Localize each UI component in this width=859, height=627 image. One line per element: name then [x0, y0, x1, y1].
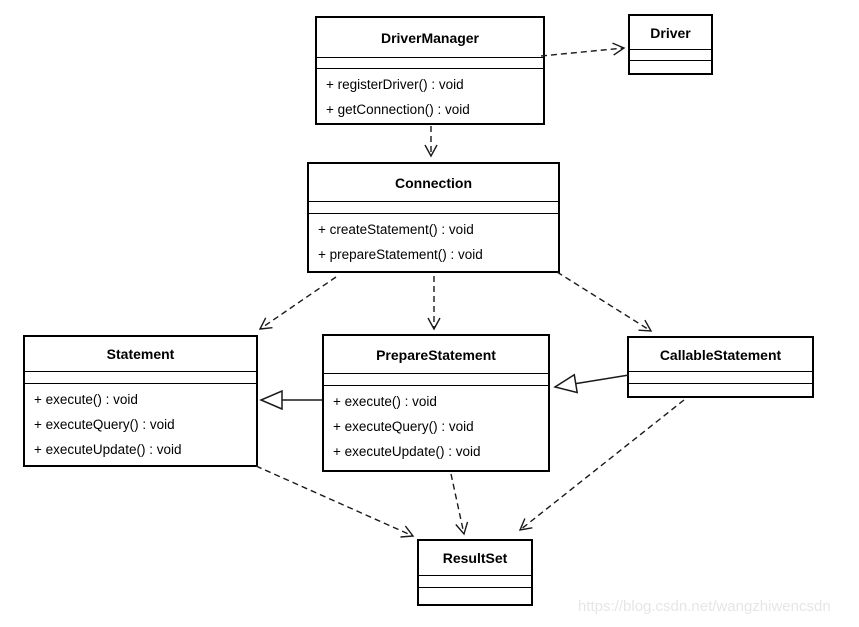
attributes-compartment — [629, 372, 812, 384]
methods-compartment — [630, 61, 711, 73]
attributes-compartment — [25, 372, 256, 384]
methods-compartment — [629, 384, 812, 396]
method-item: + executeUpdate() : void — [34, 442, 182, 457]
class-box-resultset: ResultSet — [417, 539, 533, 606]
class-title-callablestatement: CallableStatement — [629, 338, 812, 372]
attributes-compartment — [309, 202, 558, 214]
class-box-callablestatement: CallableStatement — [627, 336, 814, 398]
dependency-arrow-drivermanager-driver — [540, 42, 626, 57]
method-item: + createStatement() : void — [318, 222, 474, 237]
attributes-compartment — [324, 374, 548, 386]
method-item: + registerDriver() : void — [326, 77, 464, 92]
class-box-drivermanager: DriverManager + registerDriver() : void … — [315, 16, 545, 125]
method-item: + executeUpdate() : void — [333, 444, 481, 459]
class-title-drivermanager: DriverManager — [317, 18, 543, 58]
methods-compartment: + registerDriver() : void + getConnectio… — [317, 69, 543, 123]
class-box-connection: Connection + createStatement() : void + … — [307, 162, 560, 273]
attributes-compartment — [419, 576, 531, 588]
watermark-text: https://blog.csdn.net/wangzhiwencsdn — [578, 598, 831, 615]
methods-compartment: + createStatement() : void + prepareStat… — [309, 214, 558, 271]
attributes-compartment — [630, 50, 711, 61]
method-item: + execute() : void — [34, 392, 138, 407]
dependency-arrow-statement-resultset — [255, 465, 415, 538]
method-item: + execute() : void — [333, 394, 437, 409]
attributes-compartment — [317, 58, 543, 69]
class-title-statement: Statement — [25, 337, 256, 372]
method-item: + executeQuery() : void — [34, 417, 175, 432]
methods-compartment: + execute() : void + executeQuery() : vo… — [25, 384, 256, 465]
dependency-arrow-preparestatement-resultset — [450, 473, 469, 536]
methods-compartment: + execute() : void + executeQuery() : vo… — [324, 386, 548, 470]
dependency-arrow-connection-statement — [258, 276, 337, 330]
method-item: + prepareStatement() : void — [318, 247, 483, 262]
class-title-preparestatement: PrepareStatement — [324, 336, 548, 374]
dependency-arrow-connection-callablestatement — [556, 271, 653, 332]
method-item: + getConnection() : void — [326, 102, 470, 117]
class-box-statement: Statement + execute() : void + executeQu… — [23, 335, 258, 467]
generalization-arrow-callablestatement-preparestatement — [555, 375, 630, 387]
class-title-connection: Connection — [309, 164, 558, 202]
method-item: + executeQuery() : void — [333, 419, 474, 434]
class-box-preparestatement: PrepareStatement + execute() : void + ex… — [322, 334, 550, 472]
class-box-driver: Driver — [628, 14, 713, 75]
class-title-resultset: ResultSet — [419, 541, 531, 576]
methods-compartment — [419, 588, 531, 604]
class-title-driver: Driver — [630, 16, 711, 50]
